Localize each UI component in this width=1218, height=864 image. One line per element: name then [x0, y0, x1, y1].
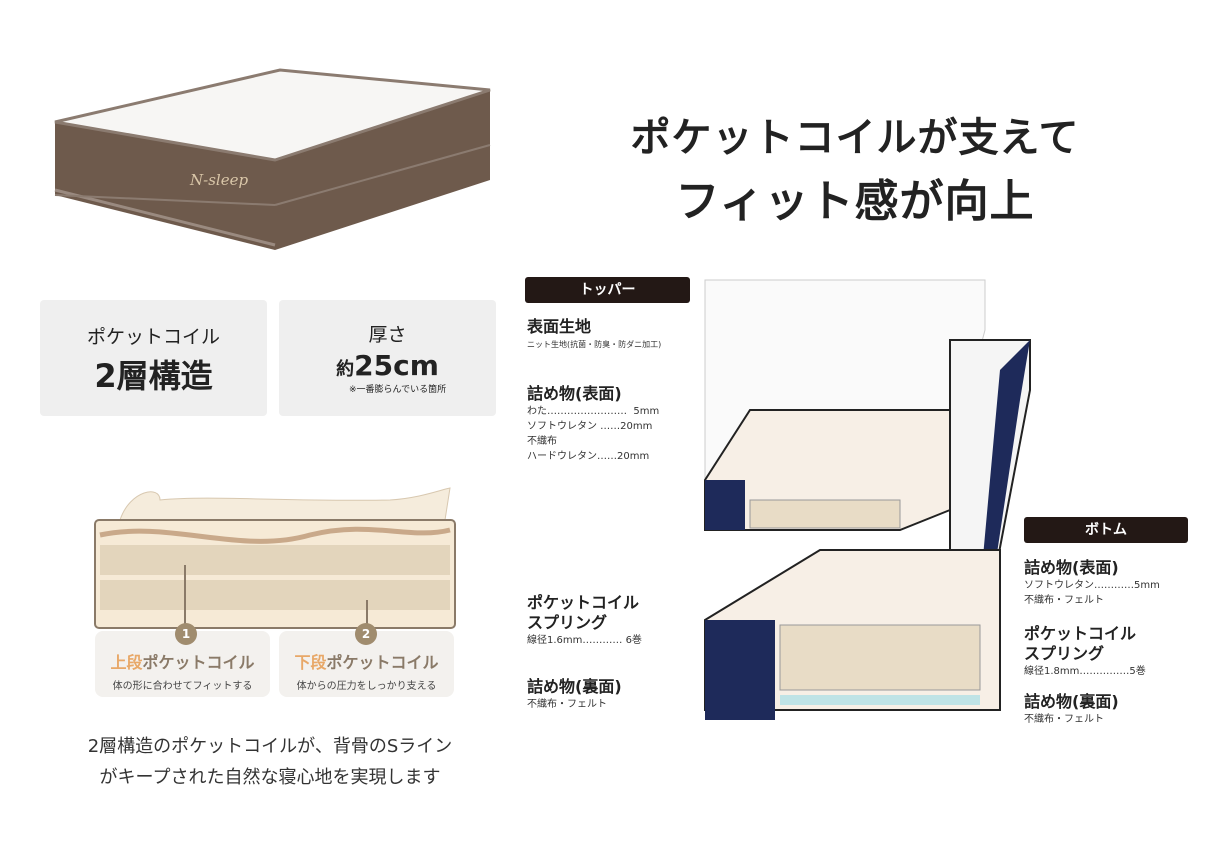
- card-title: ポケットコイル: [142, 653, 255, 672]
- feature-prefix: 約: [336, 359, 355, 380]
- layer-number-2: 2: [355, 623, 377, 645]
- caption-line1: 2層構造のポケットコイルが、背骨のSライン: [87, 736, 453, 757]
- label-title: 詰め物(裏面): [527, 677, 622, 696]
- feature-label: ポケットコイル: [86, 326, 220, 348]
- card-desc: 体の形に合わせてフィットする: [112, 681, 253, 692]
- topper-filling-top: 詰め物(表面) わた…………………… 5mm ソフトウレタン ……20mm 不織…: [527, 384, 659, 464]
- layer-number-1: 1: [175, 623, 197, 645]
- brand-logo: N-sleep: [189, 171, 248, 189]
- bottom-tag: ボトム: [1024, 517, 1188, 543]
- label-detail: 線径1.6mm………… 6巻: [527, 635, 642, 646]
- label-title: 表面生地: [527, 317, 592, 336]
- label-detail: 不織布・フェルト: [527, 699, 607, 710]
- label-detail: わた…………………… 5mm ソフトウレタン ……20mm 不織布 ハードウレタ…: [527, 406, 660, 462]
- bottom-filling-bottom: 詰め物(裏面) 不織布・フェルト: [1024, 692, 1119, 727]
- feature-value: 25cm: [354, 349, 439, 382]
- bottom-coil: ポケットコイル スプリング 線径1.8mm……………5巻: [1024, 624, 1146, 679]
- feature-note: ※一番膨らんでいる箇所: [349, 385, 447, 395]
- headline-line2: フィット感が向上: [675, 176, 1035, 227]
- card-title: ポケットコイル: [326, 653, 439, 672]
- mattress-photo: N-sleep: [54, 68, 491, 250]
- label-title: ポケットコイル スプリング: [527, 593, 640, 632]
- card-accent: 上段: [110, 653, 143, 672]
- feature-label: 厚さ: [368, 324, 407, 346]
- two-layer-coil-illustration: [94, 487, 456, 629]
- card-accent: 下段: [294, 653, 327, 672]
- cross-section-diagram: [704, 279, 1031, 720]
- label-detail: 不織布・フェルト: [1024, 714, 1104, 725]
- caption-line2: がキープされた自然な寝心地を実現します: [99, 767, 441, 788]
- topper-filling-bottom: 詰め物(裏面) 不織布・フェルト: [527, 677, 622, 712]
- feature-structure: ポケットコイル 2層構造: [40, 300, 267, 416]
- lower-coil-card: 下段ポケットコイル 体からの圧力をしっかり支える: [279, 631, 454, 697]
- headline-line1: ポケットコイルが支えて: [630, 115, 1080, 161]
- label-title: 詰め物(裏面): [1024, 692, 1119, 711]
- bottom-filling-top: 詰め物(表面) ソフトウレタン…………5mm 不織布・フェルト: [1024, 558, 1160, 608]
- feature-thickness: 厚さ 約25cm ※一番膨らんでいる箇所: [279, 300, 496, 416]
- topper-tag: トッパー: [525, 277, 690, 303]
- label-detail: ソフトウレタン…………5mm 不織布・フェルト: [1024, 580, 1160, 606]
- card-desc: 体からの圧力をしっかり支える: [296, 681, 437, 692]
- label-title: ポケットコイル スプリング: [1024, 624, 1137, 663]
- feature-value: 2層構造: [94, 357, 213, 395]
- topper-fabric: 表面生地 ニット生地(抗菌・防臭・防ダニ加工): [527, 317, 661, 352]
- label-title: 詰め物(表面): [527, 384, 622, 403]
- topper-coil: ポケットコイル スプリング 線径1.6mm………… 6巻: [527, 593, 642, 648]
- label-title: 詰め物(表面): [1024, 558, 1119, 577]
- label-detail: ニット生地(抗菌・防臭・防ダニ加工): [527, 340, 662, 349]
- label-detail: 線径1.8mm……………5巻: [1024, 666, 1146, 677]
